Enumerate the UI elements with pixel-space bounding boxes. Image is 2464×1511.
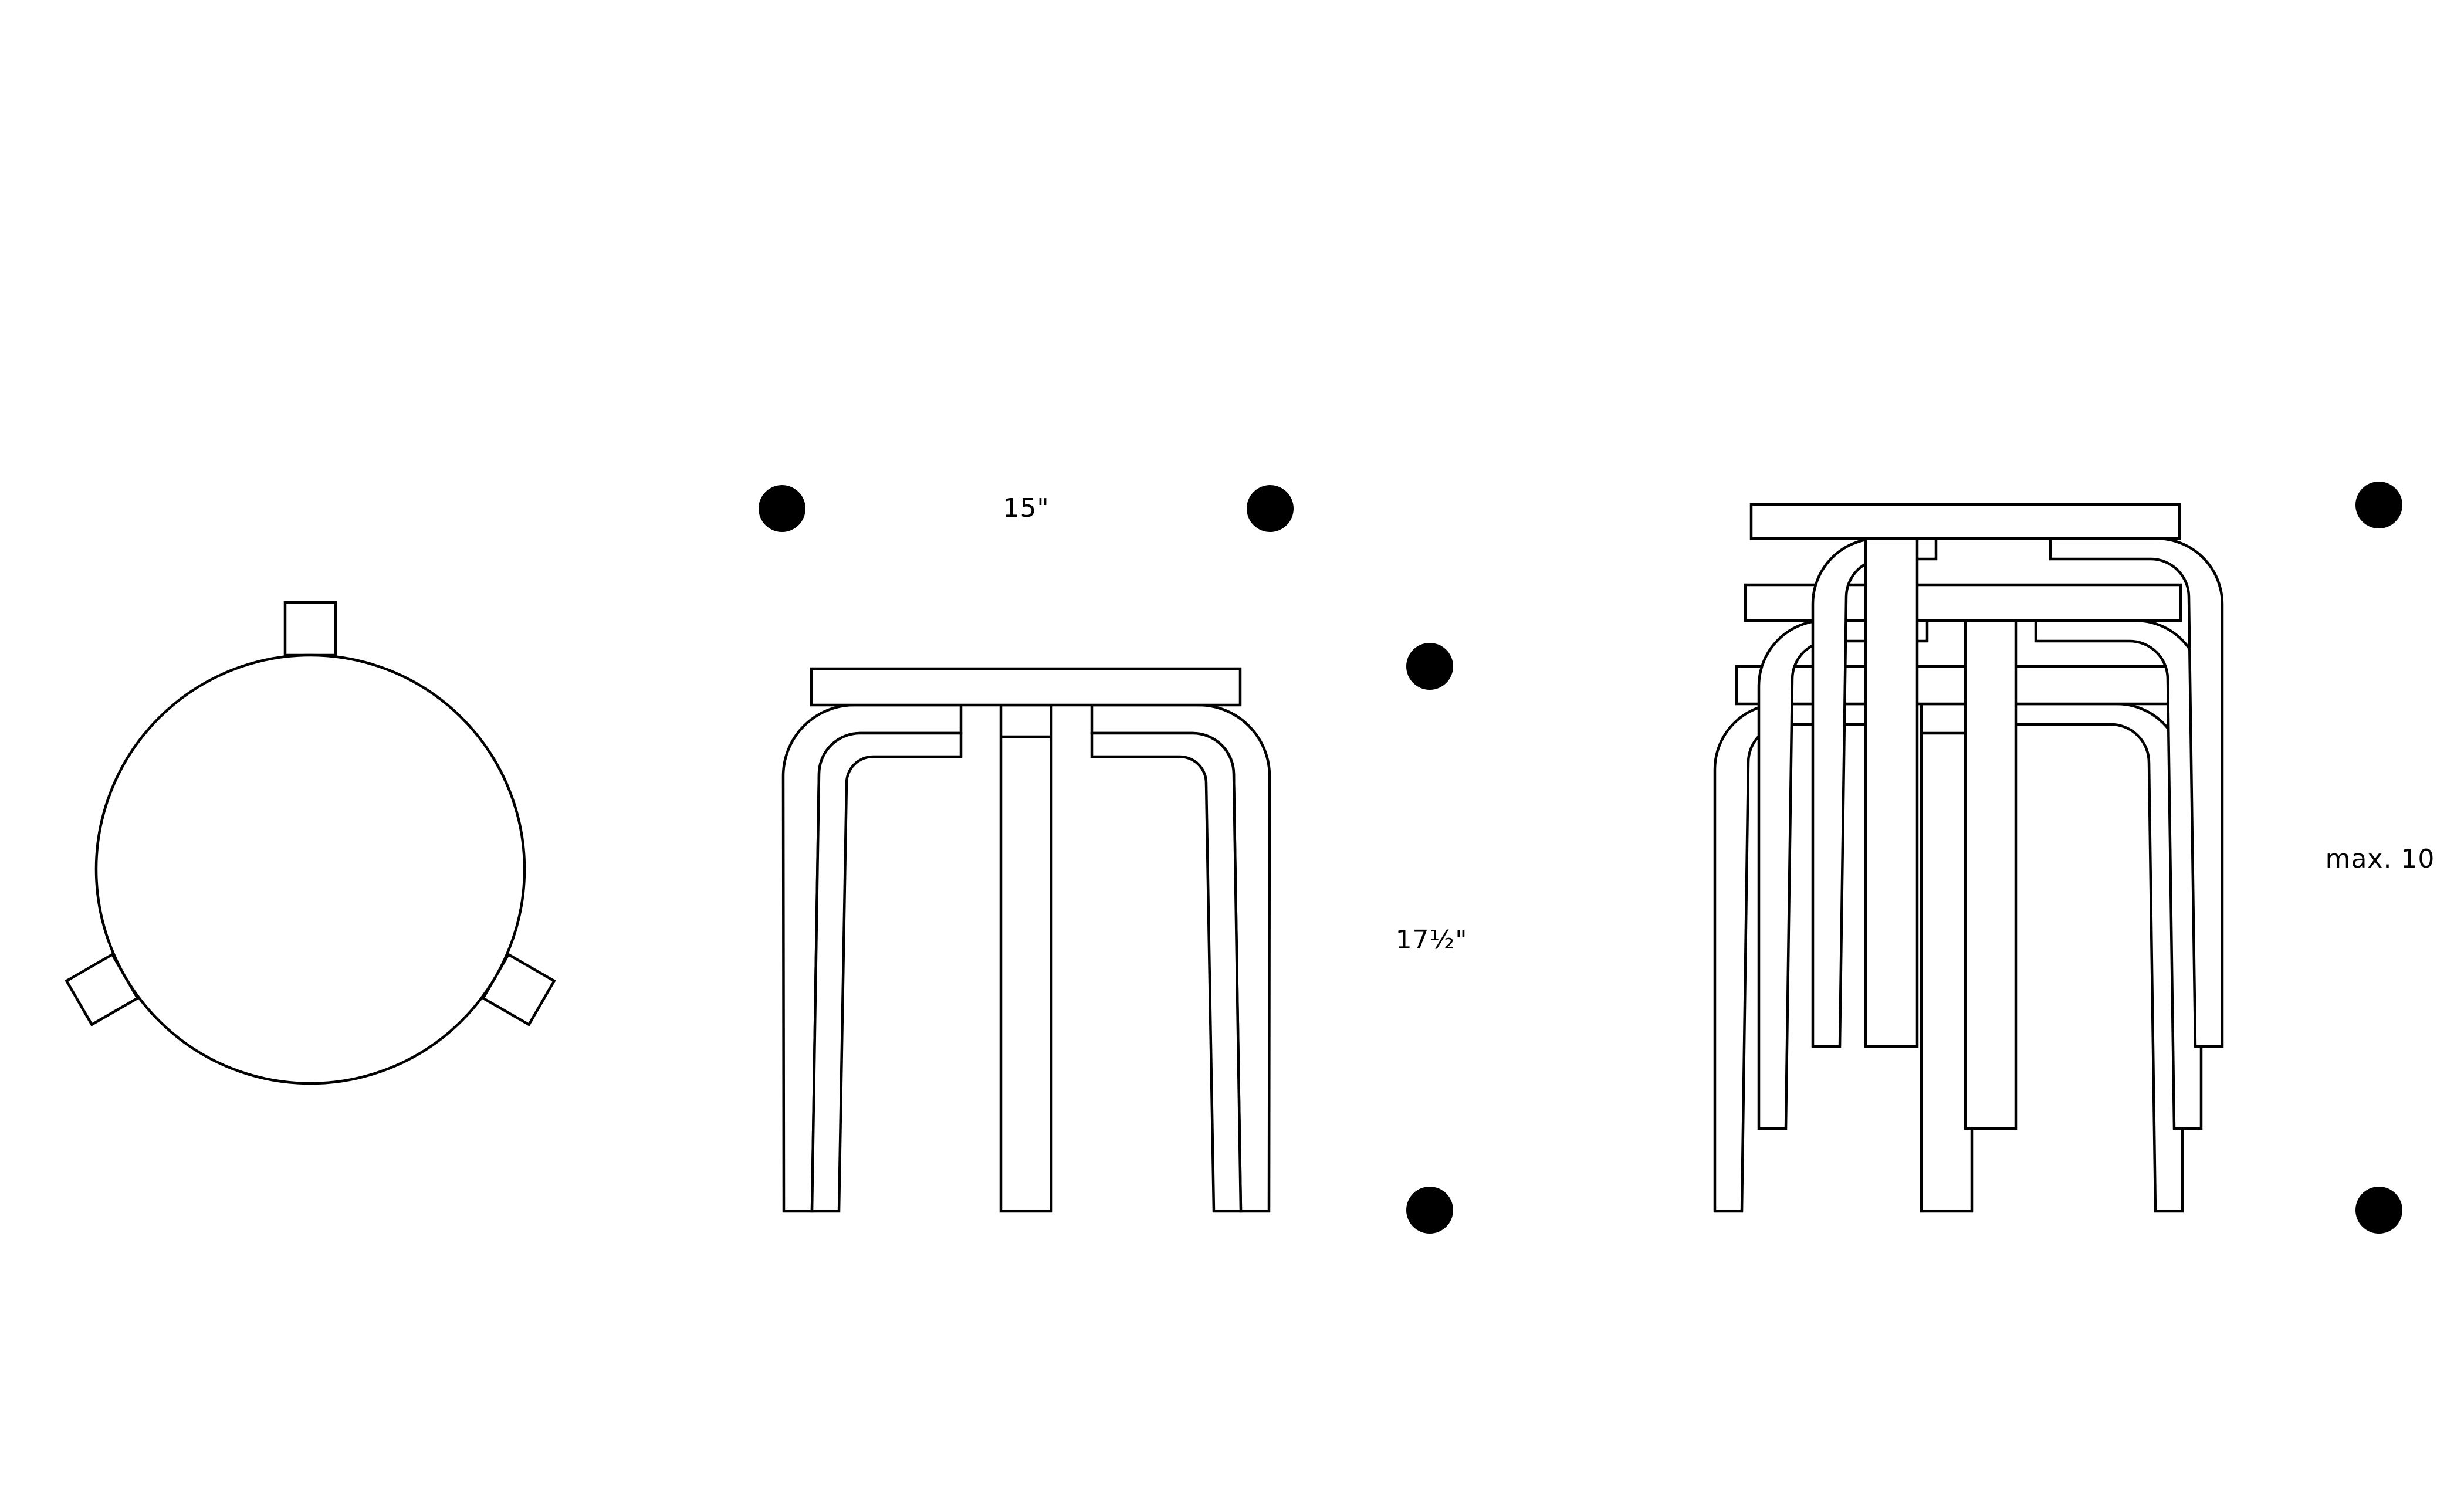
- front-leg-left-inner: [810, 731, 963, 1213]
- width-dot-right: [1247, 485, 1294, 532]
- stack-dimension: max. 10: [2326, 482, 2435, 1234]
- width-label: 15": [1003, 493, 1049, 523]
- height-label: 17½": [1396, 925, 1468, 955]
- width-dot-left: [759, 485, 805, 532]
- stack-elevation: [1713, 503, 2224, 1213]
- top-view: [65, 601, 556, 1085]
- front-elevation: [781, 667, 1271, 1213]
- front-leg-right-outer: [1090, 703, 1271, 1213]
- stacked-stool-2: [1744, 583, 2203, 1130]
- top-view-seat: [94, 653, 526, 1085]
- width-dimension: 15": [759, 485, 1294, 532]
- front-leg-left-outer: [781, 703, 963, 1213]
- stack-dot-bottom: [2355, 1187, 2402, 1234]
- height-dot-bottom: [1406, 1187, 1453, 1234]
- front-leg-center: [999, 703, 1053, 1213]
- top-view-leg-top: [283, 601, 337, 657]
- height-dot-top: [1406, 643, 1453, 690]
- front-seat: [810, 667, 1242, 707]
- stack-label: max. 10: [2326, 844, 2435, 874]
- stack-dot-top: [2355, 482, 2402, 528]
- front-leg-right-inner: [1090, 731, 1243, 1213]
- stacked-stool-1: [1749, 503, 2224, 1048]
- height-dimension: 17½": [1396, 643, 1468, 1234]
